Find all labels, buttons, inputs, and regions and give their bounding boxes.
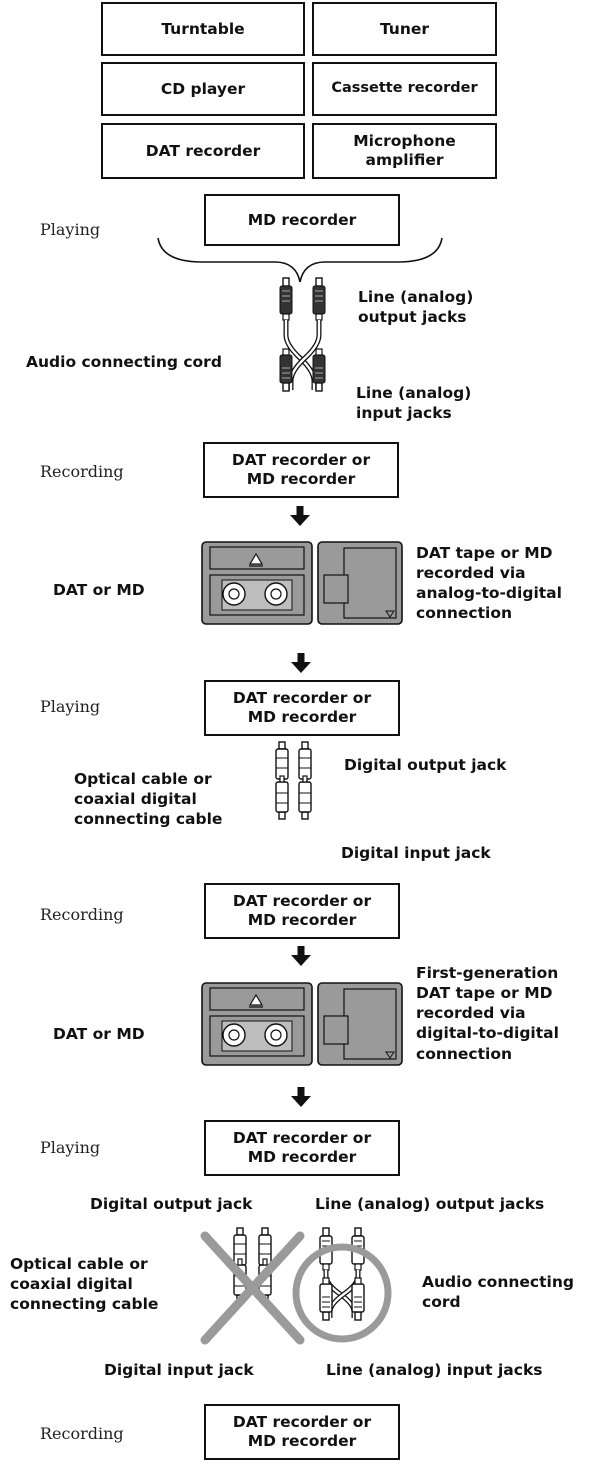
stage-playing-1: Playing bbox=[40, 220, 101, 239]
arrow-down-icon bbox=[290, 506, 310, 526]
player-label-3: DAT recorder or MD recorder bbox=[232, 1129, 372, 1166]
stage-playing-3: Playing bbox=[40, 1138, 101, 1157]
digital-input-label-3: Digital input jack bbox=[104, 1361, 254, 1379]
microphone-amplifier-label: Microphone amplifier bbox=[353, 132, 456, 169]
cassette-recorder-box: Cassette recorder bbox=[312, 62, 497, 116]
media-note-1: DAT tape or MD recorded via analog-to-di… bbox=[416, 544, 562, 623]
media-label-2: DAT or MD bbox=[53, 1025, 145, 1043]
optical-plug-icon bbox=[275, 741, 312, 820]
circle-icon bbox=[292, 1243, 392, 1343]
arrow-down-icon bbox=[291, 653, 311, 673]
player-box-2: DAT recorder or MD recorder bbox=[204, 680, 400, 736]
optical-cable-label-2: Optical cable or coaxial digital connect… bbox=[74, 770, 223, 829]
player-label-2: DAT recorder or MD recorder bbox=[232, 689, 372, 726]
arrow-down-icon bbox=[291, 946, 311, 966]
cross-icon bbox=[200, 1231, 305, 1345]
recorder-label-1: DAT recorder or MD recorder bbox=[231, 451, 371, 488]
turntable-label: Turntable bbox=[161, 19, 245, 38]
audio-cord-label-1: Audio connecting cord bbox=[26, 353, 222, 371]
recorder-box-3: DAT recorder or MD recorder bbox=[204, 1404, 400, 1460]
stage-playing-2: Playing bbox=[40, 697, 101, 716]
audio-cord-label-3: Audio connecting cord bbox=[422, 1273, 574, 1312]
arrow-down-icon bbox=[291, 1087, 311, 1107]
rca-plug-icon bbox=[319, 1227, 365, 1321]
cassette-recorder-label: Cassette recorder bbox=[331, 80, 478, 97]
cassette-icon bbox=[201, 982, 313, 1066]
md-recorder-box: MD recorder bbox=[204, 194, 400, 246]
turntable-box: Turntable bbox=[101, 2, 305, 56]
cassette-icon bbox=[201, 541, 313, 625]
tuner-label: Tuner bbox=[379, 19, 430, 38]
line-output-label-3: Line (analog) output jacks bbox=[315, 1195, 545, 1213]
microphone-amplifier-box: Microphone amplifier bbox=[312, 123, 497, 179]
digital-output-label-2: Digital output jack bbox=[344, 756, 507, 774]
recorder-label-3: DAT recorder or MD recorder bbox=[232, 1413, 372, 1450]
cd-player-box: CD player bbox=[101, 62, 305, 116]
media-label-1: DAT or MD bbox=[53, 581, 145, 599]
recorder-label-2: DAT recorder or MD recorder bbox=[232, 892, 372, 929]
optical-cable-label-3: Optical cable or coaxial digital connect… bbox=[10, 1255, 159, 1314]
stage-recording-2: Recording bbox=[40, 905, 124, 924]
media-note-2: First-generation DAT tape or MD recorded… bbox=[416, 964, 559, 1063]
tuner-box: Tuner bbox=[312, 2, 497, 56]
line-input-label-3: Line (analog) input jacks bbox=[326, 1361, 543, 1379]
rca-plug-icon bbox=[279, 277, 326, 392]
stage-recording-3: Recording bbox=[40, 1424, 124, 1443]
digital-input-label-2: Digital input jack bbox=[341, 844, 491, 862]
player-box-3: DAT recorder or MD recorder bbox=[204, 1120, 400, 1176]
line-output-label-1: Line (analog) output jacks bbox=[358, 288, 474, 327]
recorder-box-2: DAT recorder or MD recorder bbox=[204, 883, 400, 939]
cd-player-label: CD player bbox=[160, 79, 246, 98]
digital-output-label-3: Digital output jack bbox=[90, 1195, 253, 1213]
minidisc-icon bbox=[317, 982, 403, 1066]
brace-icon bbox=[157, 237, 443, 283]
md-recorder-label: MD recorder bbox=[247, 210, 357, 229]
stage-recording-1: Recording bbox=[40, 462, 124, 481]
line-input-label-1: Line (analog) input jacks bbox=[356, 384, 472, 423]
minidisc-icon bbox=[317, 541, 403, 625]
dat-recorder-box: DAT recorder bbox=[101, 123, 305, 179]
dat-recorder-label: DAT recorder bbox=[145, 141, 261, 160]
recorder-box-1: DAT recorder or MD recorder bbox=[203, 442, 399, 498]
